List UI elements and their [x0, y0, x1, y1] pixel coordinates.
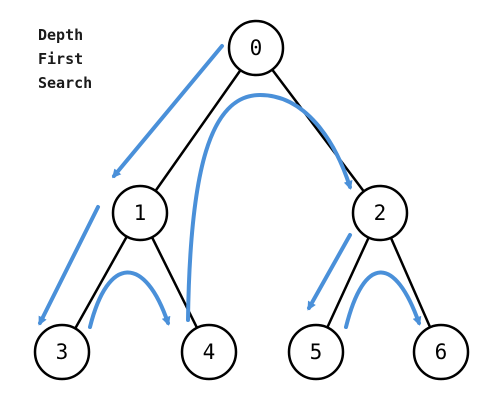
traversal-arrows [38, 44, 422, 329]
node-circle [180, 323, 238, 381]
node-label: 5 [310, 340, 323, 364]
node-label: 1 [134, 201, 147, 225]
edge-0-2 [270, 68, 366, 193]
diagram-title: Depth First Search [38, 26, 92, 92]
node-label: 3 [56, 340, 69, 364]
node-4: 4 [180, 323, 238, 381]
edge-1-3 [73, 235, 129, 330]
node-circle [227, 19, 285, 77]
node-label: 0 [250, 36, 263, 60]
node-1: 1 [111, 184, 169, 242]
title-line-3: Search [38, 74, 92, 92]
traversal-arrow-5-6 [344, 270, 422, 329]
node-label: 4 [203, 340, 216, 364]
tree-nodes: 0 1 2 3 4 5 6 [33, 19, 470, 381]
edge-0-1 [154, 68, 242, 193]
title-line-2: First [38, 50, 83, 68]
node-circle [412, 323, 470, 381]
node-5: 5 [287, 323, 345, 381]
node-6: 6 [412, 323, 470, 381]
traversal-arrow-1-3 [38, 205, 100, 326]
node-circle [351, 184, 409, 242]
traversal-arrow-3-4 [88, 270, 171, 329]
edge-2-6 [389, 236, 432, 329]
tree-edges [73, 68, 432, 330]
traversal-arrow-0-1 [112, 44, 224, 179]
node-3: 3 [33, 323, 91, 381]
node-0: 0 [227, 19, 285, 77]
node-circle [33, 323, 91, 381]
title-line-1: Depth [38, 26, 83, 44]
traversal-arrow-4-2 [186, 93, 353, 322]
node-label: 2 [374, 201, 387, 225]
node-2: 2 [351, 184, 409, 242]
traversal-arrow-2-5 [307, 233, 352, 311]
node-circle [111, 184, 169, 242]
node-circle [287, 323, 345, 381]
edge-2-5 [326, 236, 370, 329]
node-label: 6 [435, 340, 448, 364]
